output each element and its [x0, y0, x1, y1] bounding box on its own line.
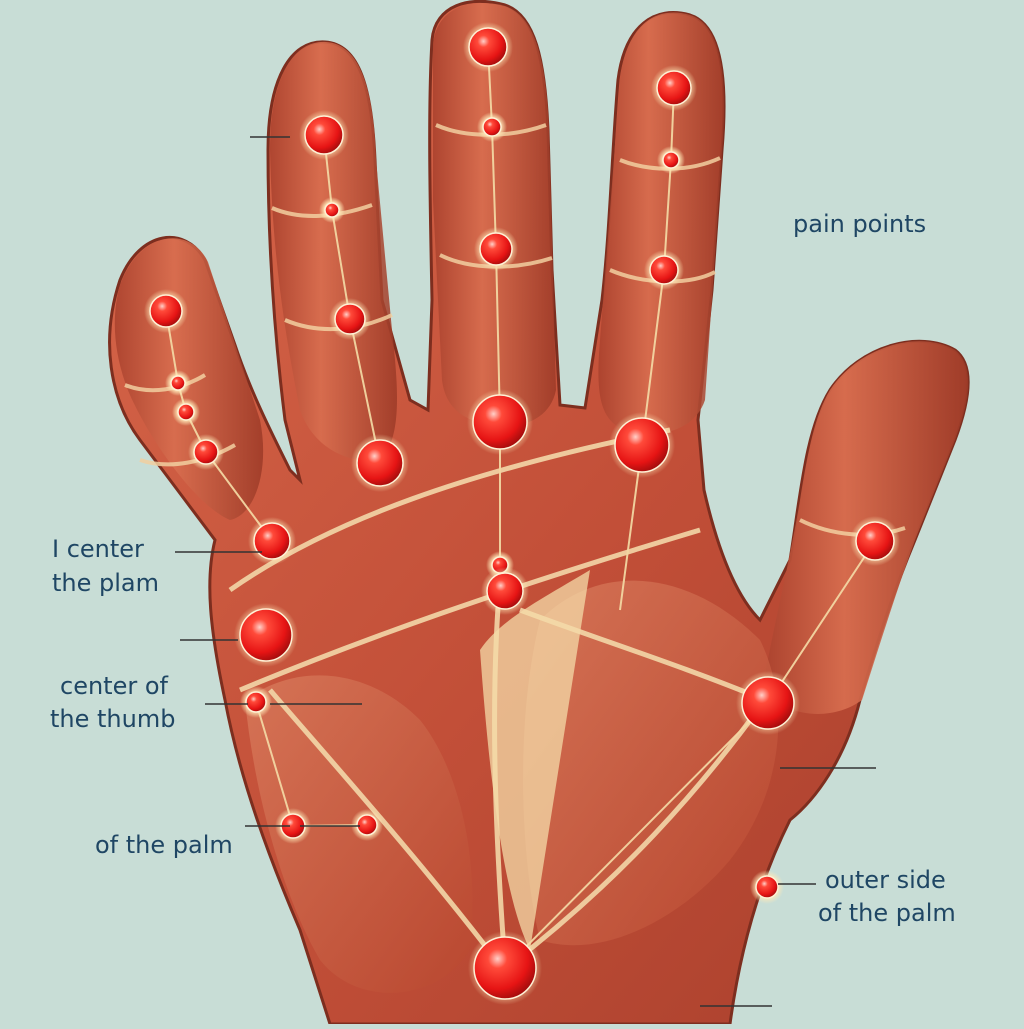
pain-point-marker: [240, 686, 272, 718]
hand: [108, 0, 970, 1026]
pain-point-marker: [736, 671, 800, 735]
pain-point-marker: [234, 603, 298, 667]
pain-point-marker: [474, 227, 518, 271]
pain-point-marker: [165, 370, 191, 396]
pain-point: [468, 27, 508, 67]
pain-point-marker: [351, 434, 409, 492]
pain-point-marker: [467, 389, 533, 455]
pain-point-marker: [481, 567, 529, 615]
pain-points-layer: [144, 22, 900, 1005]
index-finger: [598, 12, 725, 434]
thenar-pad: [523, 580, 779, 946]
pain-point-marker: [463, 22, 513, 72]
pain-point-marker: [477, 112, 507, 142]
pain-point: [239, 608, 293, 662]
pain-point-marker: [644, 250, 684, 290]
pain-point: [334, 303, 366, 335]
label-center-palm-line1: I center: [52, 535, 144, 563]
pain-point: [473, 936, 537, 1000]
pain-point: [755, 875, 779, 899]
pain-point: [356, 814, 378, 836]
pain-point: [193, 439, 219, 465]
pain-point-marker: [319, 197, 345, 223]
pain-point-marker: [657, 146, 685, 174]
pain-point: [324, 202, 340, 218]
pain-point-marker: [172, 398, 200, 426]
pain-point-marker: [188, 434, 224, 470]
label-outer-side-line2: of the palm: [818, 899, 956, 927]
pain-point-marker: [144, 289, 188, 333]
pain-point-marker: [651, 65, 697, 111]
label-outer-side-line1: outer side: [825, 866, 946, 894]
label-center-palm-line2: the plam: [52, 569, 159, 597]
pain-point: [656, 70, 692, 106]
label-pain-points: pain points: [793, 210, 926, 238]
pain-point: [149, 294, 183, 328]
pain-point: [356, 439, 404, 487]
pain-point-marker: [329, 298, 371, 340]
pain-point: [304, 115, 344, 155]
pain-point: [472, 394, 528, 450]
pain-point: [245, 691, 267, 713]
pain-point: [855, 521, 895, 561]
pain-point: [177, 403, 195, 421]
label-of-palm: of the palm: [95, 831, 233, 859]
pain-point: [741, 676, 795, 730]
pain-point: [479, 232, 513, 266]
pain-point: [662, 151, 680, 169]
pain-point-marker: [750, 870, 784, 904]
pain-point: [482, 117, 502, 137]
label-center-thumb-line1: center of: [60, 672, 169, 700]
pain-point: [170, 375, 186, 391]
pain-point: [649, 255, 679, 285]
pain-point-marker: [609, 412, 675, 478]
ring-finger: [270, 41, 397, 461]
pain-point-marker: [468, 931, 542, 1005]
label-center-thumb-line2: the thumb: [50, 705, 175, 733]
pain-point: [486, 572, 524, 610]
pain-point-marker: [351, 809, 383, 841]
pain-point-marker: [248, 517, 296, 565]
leader-lines: [175, 136, 876, 1007]
pain-point-marker: [299, 110, 349, 160]
center-channel: [480, 570, 590, 950]
pain-point-marker: [850, 516, 900, 566]
pain-point: [253, 522, 291, 560]
pain-point: [614, 417, 670, 473]
